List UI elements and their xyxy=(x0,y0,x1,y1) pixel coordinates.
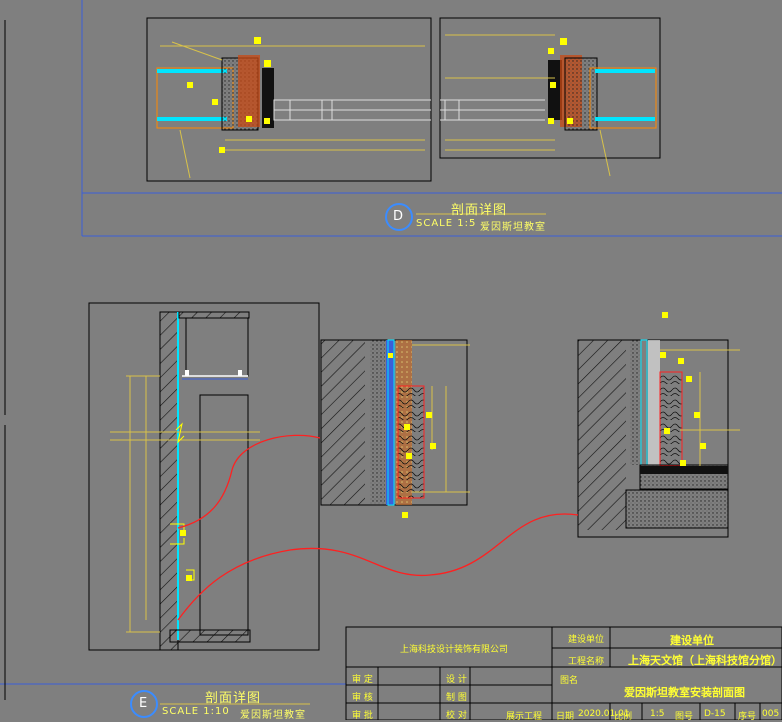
title-block-row-3: 审 批 xyxy=(352,711,373,721)
title-block-num-value: D-15 xyxy=(704,709,726,719)
title-block-col-2: 制 图 xyxy=(446,693,467,703)
title-block-stage: 展示工程 xyxy=(506,712,543,722)
title-block-project-label: 工程名称 xyxy=(568,657,605,667)
section-e-scale: SCALE 1:10 xyxy=(162,706,230,717)
detail-d-left xyxy=(146,17,432,182)
section-e-id: E xyxy=(139,696,148,711)
detail-e-main xyxy=(88,302,320,651)
section-d-id: D xyxy=(393,209,404,224)
title-block-num-label: 图号 xyxy=(675,712,694,722)
title-block-seq-value: 005 xyxy=(762,709,780,719)
title-block-company: 上海科技设计装饰有限公司 xyxy=(400,645,509,655)
title-block-row-1: 审 定 xyxy=(352,675,373,685)
section-d-title: 剖面详图 xyxy=(451,203,508,218)
title-block-col-1: 设 计 xyxy=(446,675,467,685)
title-block-date-label: 日期 xyxy=(556,712,575,722)
title-block-ratio-label: 比例 xyxy=(614,712,633,722)
title-block-ratio-value: 1:5 xyxy=(650,709,665,719)
section-d-subtitle: 爱因斯坦教室 xyxy=(480,222,546,233)
section-e-subtitle: 爱因斯坦教室 xyxy=(240,710,306,721)
title-block-date-value: 2020.01.01 xyxy=(578,709,630,719)
detail-d-right xyxy=(439,17,661,177)
revision-callout-lines xyxy=(177,434,579,621)
section-e-title: 剖面详图 xyxy=(205,691,262,706)
title-block-drawing-label: 图名 xyxy=(560,676,579,686)
title-block-row-2: 审 核 xyxy=(352,693,373,703)
title-block-project-value: 上海天文馆（上海科技馆分馆） xyxy=(628,654,782,667)
title-block-frame xyxy=(345,626,782,720)
sheet-guides xyxy=(0,0,782,685)
title-block-client-value: 建设单位 xyxy=(670,634,714,647)
title-block-client-label: 建设单位 xyxy=(568,635,605,645)
title-block-drawing-value: 爱因斯坦教室安装剖面图 xyxy=(624,686,745,699)
title-block-col-3: 校 对 xyxy=(446,711,467,721)
section-e-marker xyxy=(130,690,310,718)
detail-e-callout-2 xyxy=(577,312,740,538)
section-d-marker xyxy=(385,203,546,231)
detail-e-callout-1 xyxy=(320,339,470,518)
section-d-scale: SCALE 1:5 xyxy=(416,218,477,229)
title-block-seq-label: 序号 xyxy=(738,712,757,722)
